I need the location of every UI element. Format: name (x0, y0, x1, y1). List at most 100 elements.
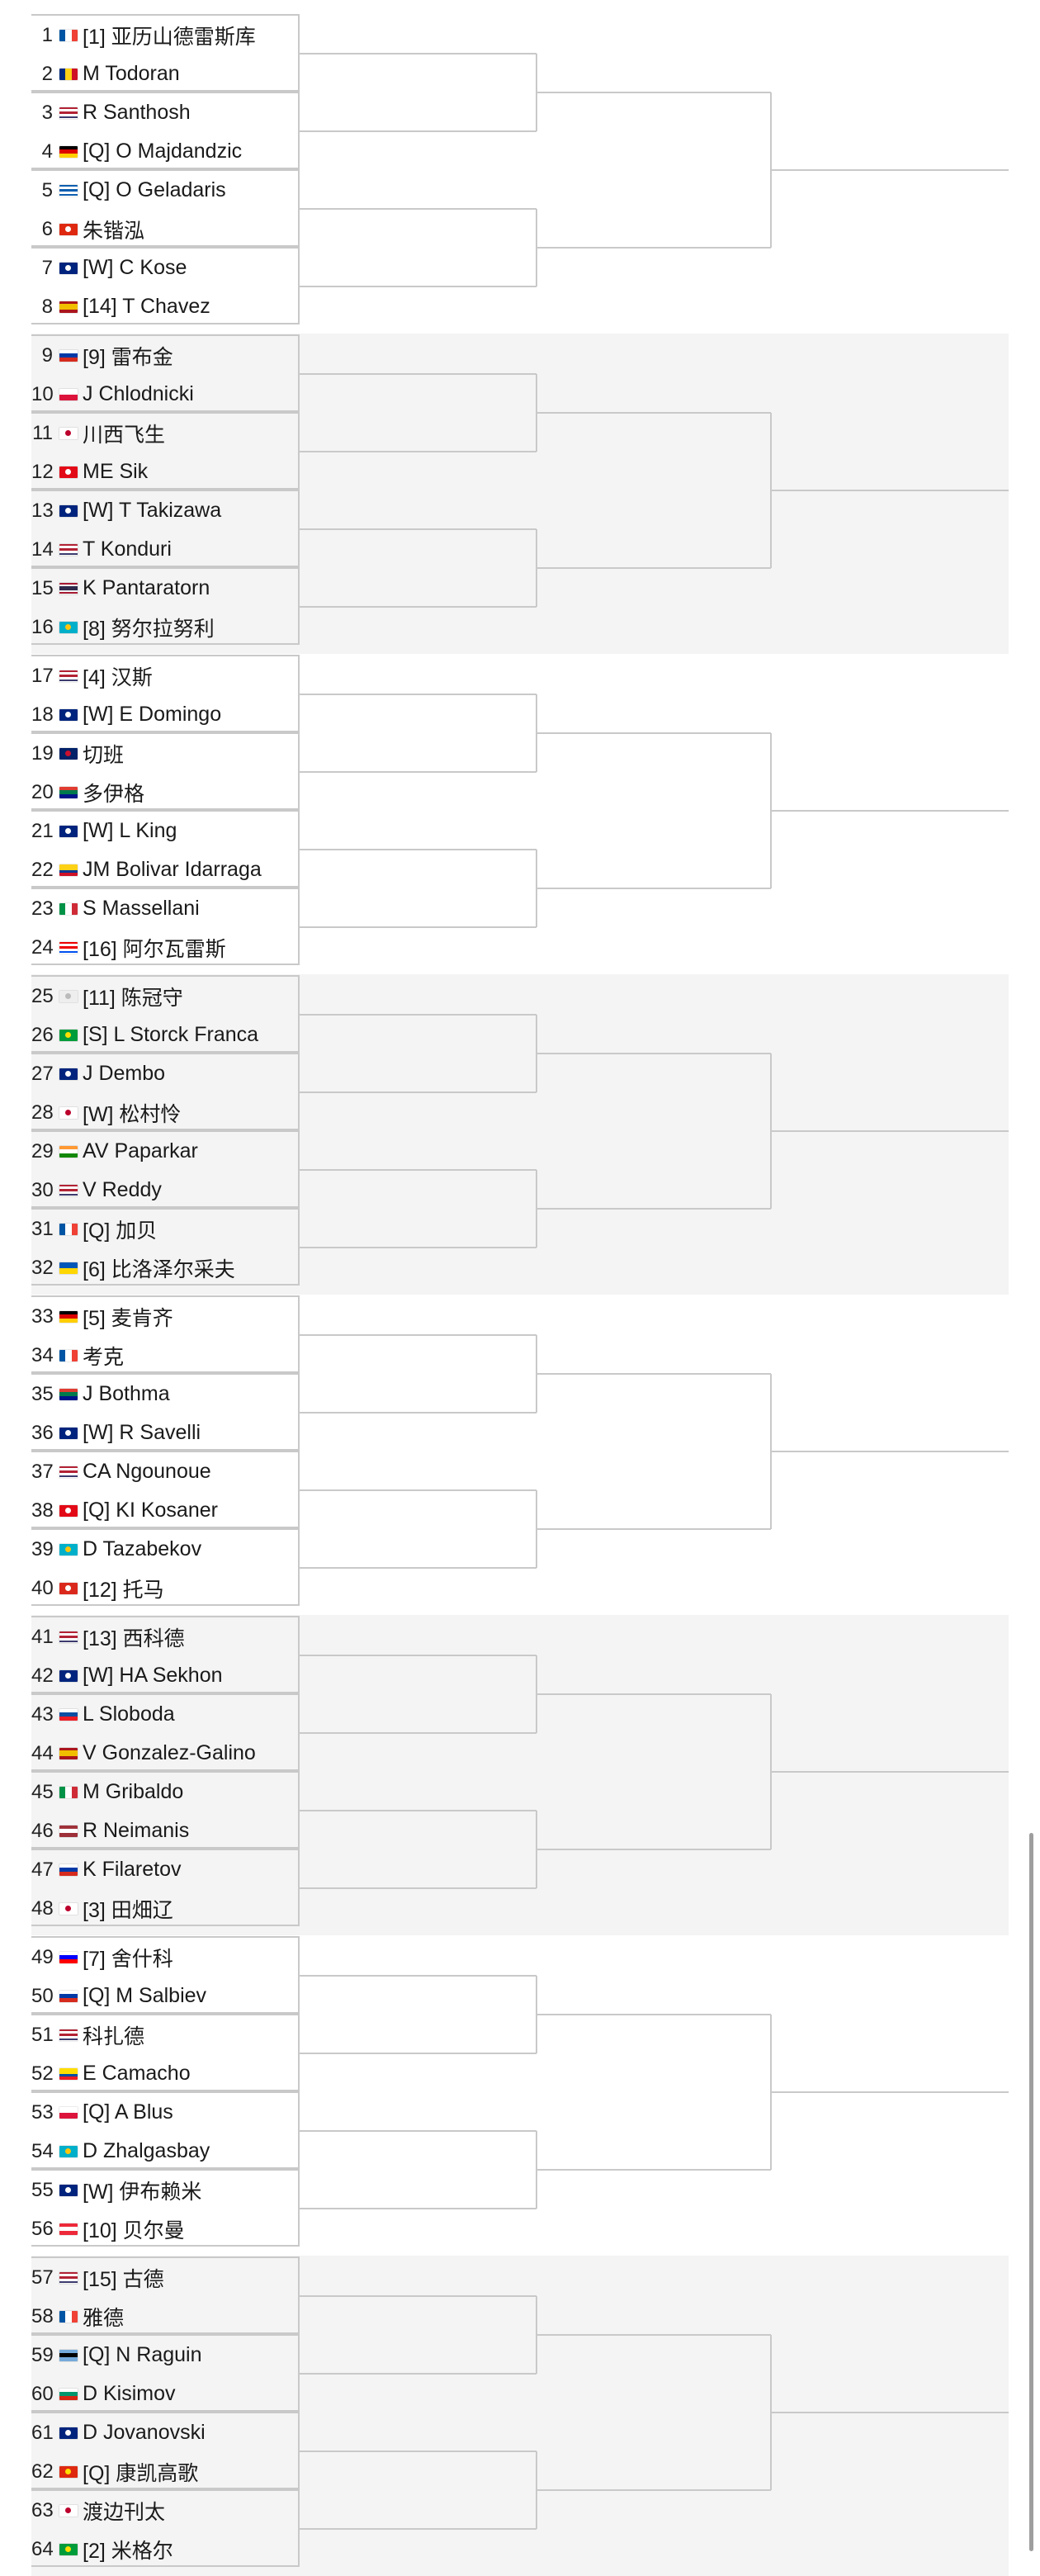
player-name: [Q] N Raguin (83, 2343, 202, 2366)
draw-slot[interactable]: 25[11] 陈冠守 (31, 977, 300, 1016)
country-flag-icon (59, 708, 78, 721)
country-flag-icon (59, 29, 78, 41)
draw-slot[interactable]: 49[7] 舍什科 (31, 1938, 300, 1977)
draw-position-number: 62 (31, 2460, 54, 2483)
draw-slot[interactable]: 13[W] T Takizawa (31, 491, 300, 530)
draw-slot[interactable]: 4[Q] O Majdandzic (31, 132, 300, 171)
draw-slot[interactable]: 7[W] C Kose (31, 249, 300, 287)
draw-slot[interactable]: 48[3] 田畑辽 (31, 1889, 300, 1928)
draw-slot[interactable]: 1[1] 亚历山德雷斯库 (31, 16, 300, 54)
country-flag-icon (59, 388, 78, 400)
draw-slot[interactable]: 31[Q] 加贝 (31, 1210, 300, 1248)
country-flag-icon (59, 990, 78, 1002)
draw-slot[interactable]: 28[W] 松村怜 (31, 1093, 300, 1132)
draw-position-number: 33 (31, 1305, 54, 1328)
draw-slot[interactable]: 36[W] R Savelli (31, 1413, 300, 1452)
country-flag-icon (59, 582, 78, 594)
draw-slot[interactable]: 41[13] 西科德 (31, 1617, 300, 1656)
draw-position-number: 16 (31, 615, 54, 638)
draw-slot[interactable]: 33[5] 麦肯齐 (31, 1297, 300, 1336)
draw-position-number: 29 (31, 1139, 54, 1163)
draw-position-number: 60 (31, 2382, 54, 2405)
draw-slot[interactable]: 18[W] E Domingo (31, 695, 300, 734)
draw-slot[interactable]: 42[W] HA Sekhon (31, 1656, 300, 1695)
country-flag-icon (59, 2145, 78, 2157)
draw-slot[interactable]: 32[6] 比洛泽尔采夫 (31, 1248, 300, 1287)
player-name: JM Bolivar Idarraga (83, 858, 262, 881)
player-name: 雅德 (83, 2306, 125, 2330)
country-flag-icon (59, 2067, 78, 2080)
draw-slot[interactable]: 50[Q] M Salbiev (31, 1977, 300, 2015)
player-name: [W] 松村怜 (83, 1102, 182, 1126)
draw-slot[interactable]: 55[W] 伊布赖米 (31, 2171, 300, 2209)
draw-position-number: 30 (31, 1178, 54, 1201)
draw-position-number: 19 (31, 741, 54, 765)
draw-slot[interactable]: 21[W] L King (31, 812, 300, 850)
draw-slot[interactable]: 56 [10] 贝尔曼 (31, 2209, 300, 2248)
draw-slot[interactable]: 57[15] 古德 (31, 2258, 300, 2297)
country-flag-icon (59, 1990, 78, 2002)
draw-slot[interactable]: 59[Q] N Raguin (31, 2336, 300, 2375)
draw-slot[interactable]: 17[4] 汉斯 (31, 656, 300, 695)
country-flag-icon (59, 1427, 78, 1439)
draw-slot[interactable]: 40[12] 托马 (31, 1569, 300, 1608)
player-name: 渡边刊太 (83, 2500, 166, 2524)
player-name: [16] 阿尔瓦雷斯 (83, 937, 226, 961)
draw-slot[interactable]: 62[Q] 康凯高歌 (31, 2452, 300, 2491)
draw-slot[interactable]: 53[Q] A Blus (31, 2093, 300, 2132)
draw-slot[interactable]: 38[Q] KI Kosaner (31, 1491, 300, 1530)
draw-slot[interactable]: 8[14] T Chavez (31, 287, 300, 326)
player-name: 朱锴泓 (83, 219, 145, 243)
player-name: [13] 西科德 (83, 1627, 185, 1650)
player-name: [2] 米格尔 (83, 2539, 173, 2563)
draw-slot[interactable]: 24[16] 阿尔瓦雷斯 (31, 928, 300, 967)
draw-slot[interactable]: 64[2] 米格尔 (31, 2530, 300, 2569)
player-name: [10] 贝尔曼 (83, 2218, 185, 2242)
draw-position-number: 18 (31, 703, 54, 726)
player-name: [Q] O Geladaris (83, 178, 226, 201)
player-name: [6] 比洛泽尔采夫 (83, 1257, 235, 1281)
draw-position-number: 56 (31, 2217, 54, 2240)
country-flag-icon (59, 2106, 78, 2119)
draw-slot[interactable]: 9[9] 雷布金 (31, 336, 300, 375)
player-name: [Q] 加贝 (83, 1219, 158, 1243)
draw-position-number: 14 (31, 537, 54, 561)
vertical-scrollbar[interactable] (1029, 1833, 1033, 2551)
draw-slot[interactable]: 5[Q] O Geladaris (31, 171, 300, 210)
draw-position-number: 34 (31, 1343, 54, 1366)
draw-slot[interactable]: 26[S] L Storck Franca (31, 1016, 300, 1054)
draw-slot[interactable]: 16[8] 努尔拉努利 (31, 608, 300, 646)
country-flag-icon (59, 1145, 78, 1158)
